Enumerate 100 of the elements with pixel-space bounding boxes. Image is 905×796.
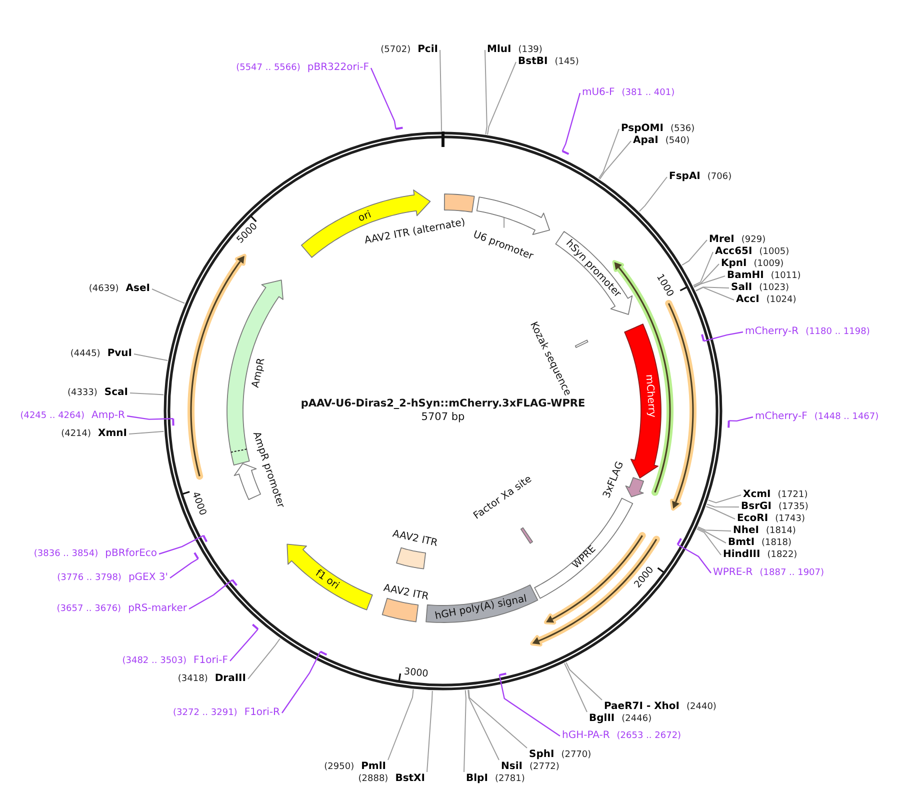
enzyme-name: BglII — [589, 713, 615, 725]
primer-name: mU6-F — [582, 87, 615, 99]
cut-position: (1721) — [778, 489, 808, 501]
leader-line — [682, 240, 708, 266]
enzyme-name: SphI — [529, 749, 554, 761]
cut-position: (1743) — [775, 513, 805, 525]
leader-line — [248, 638, 280, 680]
enzyme-name: SalI — [731, 282, 752, 294]
primer-position: (3657 .. 3676) — [56, 603, 122, 615]
leader-line — [695, 286, 734, 300]
primer-name: pBR322ori-F — [307, 62, 369, 74]
cut-position: (4445) — [70, 348, 100, 360]
primer-position: (3836 .. 3854) — [34, 548, 98, 560]
leader-line — [696, 527, 726, 544]
enzyme-name: AseI — [126, 283, 150, 295]
primer-position: (381 .. 401) — [622, 87, 675, 99]
leader-line — [170, 552, 200, 578]
directional-feature — [624, 476, 645, 498]
leader-line — [464, 690, 466, 772]
directional-feature — [554, 230, 634, 316]
sequence-length: 5707 bp — [421, 410, 465, 424]
cut-position: (2446) — [622, 713, 652, 725]
feature-block — [395, 546, 427, 570]
leader-line — [599, 140, 632, 180]
primer-name: Amp-R — [92, 410, 125, 422]
leader-line — [468, 689, 500, 760]
primer-position: (5547 .. 5566) — [236, 62, 300, 74]
enzyme-name: KpnI — [721, 258, 747, 270]
leader-line — [706, 504, 740, 508]
leader-line — [130, 392, 164, 396]
leader-line — [564, 662, 588, 712]
leader-line — [706, 506, 736, 520]
leader-line — [230, 624, 259, 662]
enzyme-name: ApaI — [633, 135, 658, 147]
cut-position: (536) — [670, 123, 695, 135]
cut-position: (540) — [665, 135, 690, 147]
feature-label: AAV2 ITR — [392, 528, 439, 550]
feature-mark — [574, 339, 589, 349]
leader-line — [487, 62, 516, 136]
enzyme-name: FspAI — [669, 171, 700, 183]
leader-line — [440, 50, 442, 132]
enzyme-name: PmlI — [361, 761, 386, 773]
cut-position: (1822) — [767, 549, 798, 561]
feature-label: AmpR — [250, 357, 268, 389]
cut-position: (2888) — [358, 773, 388, 785]
feature-label: AAV2 ITR — [382, 582, 430, 603]
feature-label: f1 ori — [312, 568, 341, 592]
ruler-number: 3000 — [404, 666, 429, 680]
feature-label: mCherry — [643, 374, 658, 418]
plasmid-name: pAAV-U6-Diras2_2-hSyn::mCherry.3xFLAG-WPRE — [300, 398, 586, 410]
leader-line — [598, 128, 620, 179]
cut-position: (1735) — [778, 501, 808, 513]
directional-feature — [233, 462, 262, 501]
primer-name: pBRforEco — [105, 548, 157, 560]
leader-line — [561, 92, 581, 155]
directional-feature — [623, 323, 662, 480]
enzyme-name: XcmI — [743, 489, 771, 501]
enzyme-name: BamHI — [727, 270, 764, 282]
cut-position: (4214) — [61, 428, 92, 440]
leader-line — [504, 216, 505, 228]
primer-name: mCherry-F — [755, 411, 808, 423]
enzyme-name: MluI — [487, 44, 512, 56]
leader-line — [701, 331, 744, 342]
leader-line — [128, 430, 164, 434]
primer-name: hGH-PA-R — [562, 730, 610, 742]
cut-position: (929) — [741, 234, 766, 246]
primer-name: F1ori-R — [244, 707, 280, 719]
leader-line — [697, 526, 732, 532]
cut-position: (2781) — [494, 773, 525, 785]
cut-position: (145) — [554, 56, 579, 68]
primer-name: pGEX 3' — [128, 572, 168, 584]
primer-name: F1ori-F — [194, 655, 228, 667]
directional-feature — [286, 543, 374, 611]
cut-position: (1009) — [754, 258, 784, 270]
cut-position: (4333) — [67, 387, 98, 399]
cut-position: (4639) — [88, 283, 119, 295]
feature-block — [443, 193, 476, 214]
cut-position: (706) — [707, 171, 732, 183]
primer-position: (4245 .. 4264) — [20, 410, 84, 422]
leader-line — [282, 650, 328, 714]
primer-position: (3272 .. 3291) — [173, 707, 238, 719]
cut-position: (1024) — [766, 294, 796, 306]
cut-position: (2770) — [561, 749, 592, 761]
leader-line — [695, 286, 730, 292]
primer-position: (1887 .. 1907) — [760, 567, 824, 579]
cut-position: (3418) — [178, 673, 208, 685]
cut-position: (1818) — [762, 537, 792, 549]
primer-position: (2653 .. 2672) — [616, 730, 682, 742]
leader-line — [728, 416, 754, 429]
enzyme-name: BmtI — [728, 537, 755, 549]
enzyme-name: PaeR7I - XhoI — [604, 701, 680, 713]
cut-position: (2950) — [324, 761, 354, 773]
leader-line — [370, 68, 404, 130]
enzyme-name: BstBI — [518, 56, 548, 68]
leader-line — [638, 176, 668, 212]
leader-line — [134, 354, 168, 361]
enzyme-name: EcoRI — [737, 513, 768, 525]
cut-position: (1814) — [766, 525, 796, 537]
leader-line — [158, 534, 208, 555]
cut-position: (139) — [518, 44, 542, 56]
